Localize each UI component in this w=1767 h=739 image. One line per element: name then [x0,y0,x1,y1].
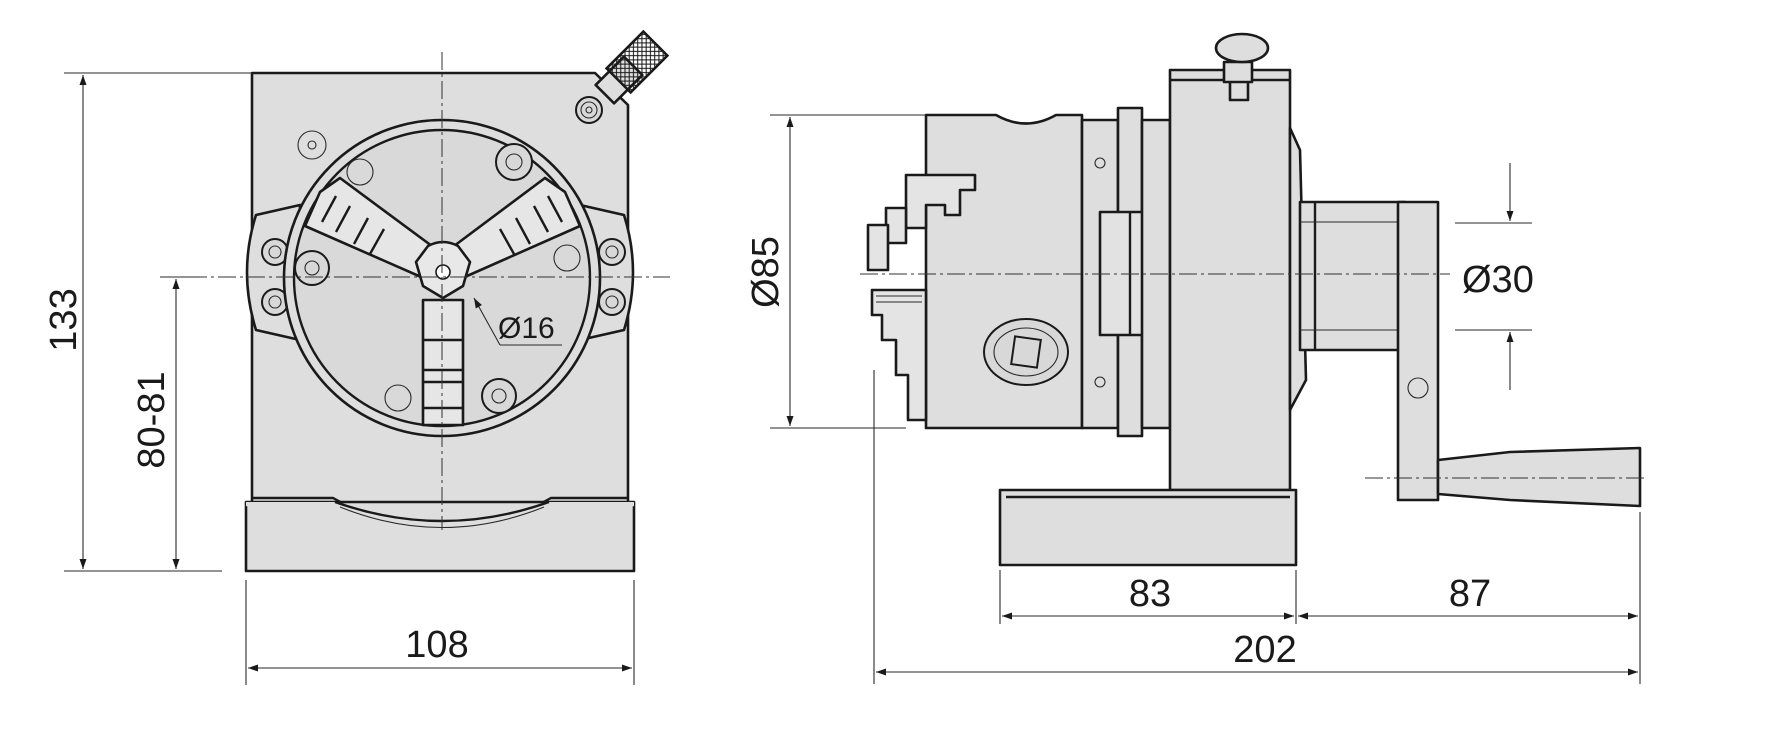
front-dimensions: 133 80-81 108 Ø16 [43,72,635,685]
dim-total-length: 202 [1233,629,1296,671]
chuck-jaws [303,176,582,427]
crank-arm [1396,200,1440,502]
side-jaws [866,173,977,422]
front-view [160,29,670,573]
corner-screw-top-right [575,96,603,124]
dim-center-height: 80-81 [131,371,173,468]
side-view [860,32,1645,567]
dim-spindle-diameter: Ø30 [1462,259,1534,301]
clamp-knob [594,29,670,105]
top-knob [1214,32,1270,102]
side-base [998,488,1298,567]
dim-chuck-diameter: Ø85 [745,236,787,308]
dim-base-width: 108 [405,624,468,666]
ear-screws [261,238,626,316]
chuck-screws [294,143,581,414]
dim-handle-length: 87 [1449,573,1491,615]
dim-height-overall: 133 [43,288,85,351]
side-dimensions: Ø85 Ø30 83 87 202 [745,114,1641,684]
crank-handle [1436,446,1642,508]
dim-bore-diameter: Ø16 [498,312,555,345]
chuck-key-socket [983,318,1069,386]
spindle [1298,200,1407,352]
corner-screw-top-left [297,130,327,160]
dim-base-length: 83 [1129,573,1171,615]
housing [1168,68,1292,492]
